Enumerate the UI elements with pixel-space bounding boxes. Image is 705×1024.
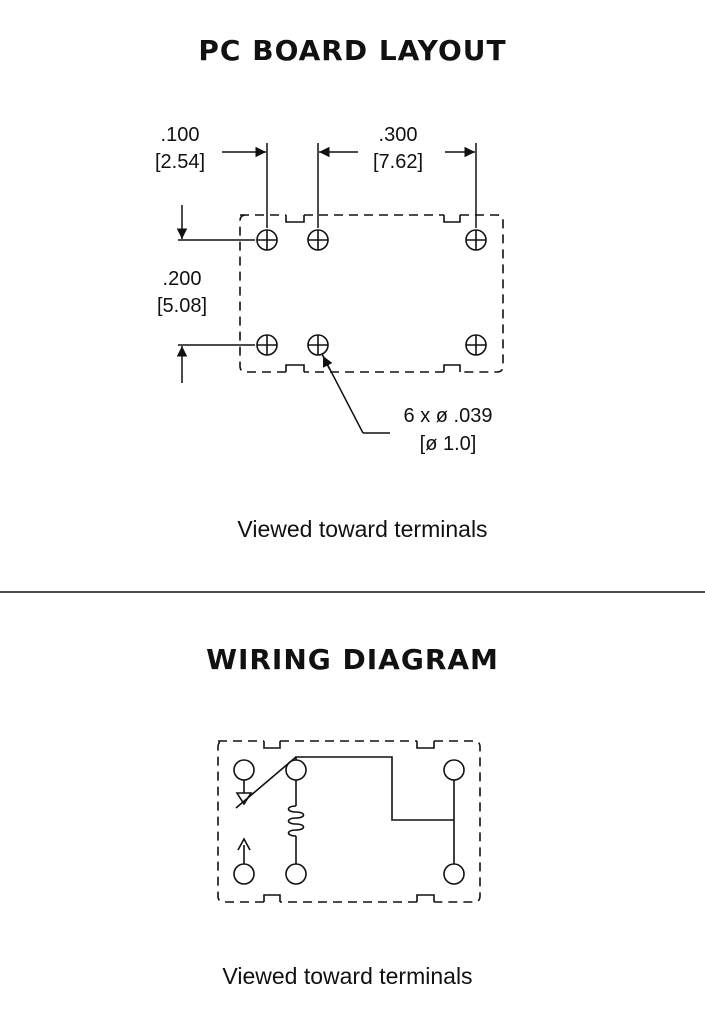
hole-callout-in: 6 x ø .039 <box>404 405 493 427</box>
pcb-hole <box>307 334 329 356</box>
dimension-labels: .100 [2.54] .300 [7.62] .200 [5.08] 6 x … <box>155 124 492 455</box>
dim-pitch-large-mm: [7.62] <box>373 151 423 173</box>
dim-pitch-small-in: .100 <box>161 124 200 146</box>
relay-outline-notches <box>263 741 435 902</box>
dimension-lines <box>176 143 477 434</box>
terminal-no <box>233 863 255 885</box>
pcb-layout-caption: Viewed toward terminals <box>237 516 488 542</box>
pcb-layout-title: PC BOARD LAYOUT <box>198 34 507 67</box>
pcb-hole <box>307 229 329 251</box>
relay-outline <box>217 740 481 903</box>
dim-row-spacing-in: .200 <box>163 268 202 290</box>
dim-row-spacing-mm: [5.08] <box>157 295 207 317</box>
pcb-hole <box>256 229 278 251</box>
dim-pitch-large-in: .300 <box>379 124 418 146</box>
terminal-switch-top <box>443 759 465 781</box>
wiring-diagram-caption: Viewed toward terminals <box>222 963 473 989</box>
hole-callout-mm: [ø 1.0] <box>420 433 477 455</box>
pcb-hole <box>256 334 278 356</box>
pcb-hole <box>465 334 487 356</box>
dim-pitch-small-mm: [2.54] <box>155 151 205 173</box>
pcb-holes <box>256 229 487 356</box>
pcb-outline-notches <box>285 215 461 372</box>
terminal-coil-bottom <box>285 863 307 885</box>
pcb-hole <box>465 229 487 251</box>
relay-terminals <box>233 759 465 885</box>
terminal-switch-bottom <box>443 863 465 885</box>
pcb-outline <box>239 214 504 373</box>
relay-wiring <box>235 756 455 864</box>
wiring-diagram-title: WIRING DIAGRAM <box>206 643 499 676</box>
terminal-nc <box>233 759 255 781</box>
